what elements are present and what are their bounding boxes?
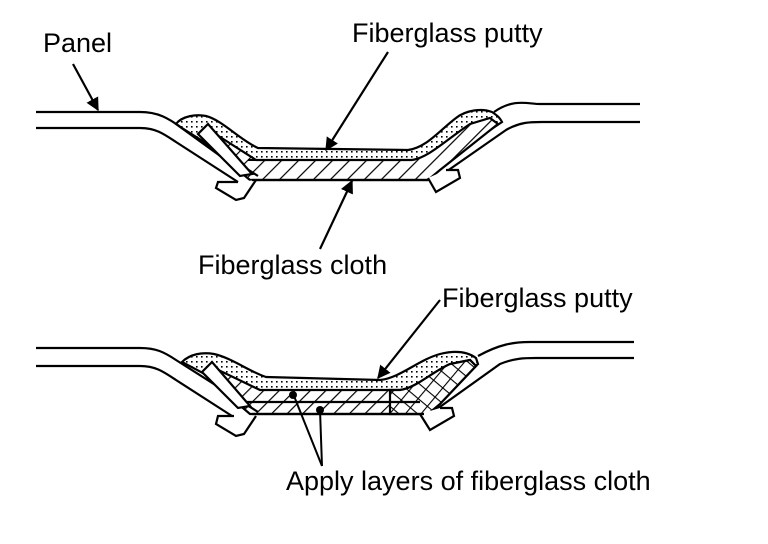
layer-1-dot xyxy=(289,391,297,399)
top-cloth-arrow xyxy=(319,179,353,250)
top-putty-arrow xyxy=(325,51,389,152)
layers-pointer xyxy=(289,391,324,467)
top-panel-right-upper xyxy=(493,101,640,113)
bottom-panel-section xyxy=(36,340,634,438)
panel-arrow xyxy=(72,63,99,112)
top-putty-label: Fiberglass putty xyxy=(352,18,543,48)
top-panel-left-upper xyxy=(36,110,259,177)
layers-label: Apply layers of fiberglass cloth xyxy=(286,466,651,496)
bottom-putty-label: Fiberglass putty xyxy=(442,283,633,313)
top-panel-right-lower xyxy=(439,120,640,177)
top-panel-section xyxy=(36,101,640,202)
top-cloth-label: Fiberglass cloth xyxy=(198,250,388,280)
panel-label: Panel xyxy=(43,28,113,58)
top-left-flange xyxy=(196,122,255,178)
top-panel-left-lower xyxy=(36,126,239,183)
bottom-putty-arrow xyxy=(377,299,441,380)
layer-2-dot xyxy=(316,406,324,414)
